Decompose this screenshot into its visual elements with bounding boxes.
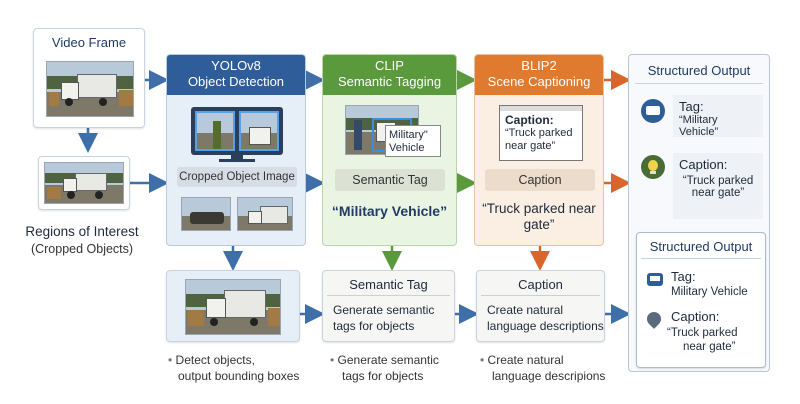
clip-tag-label: Semantic Tag (335, 169, 445, 191)
blip-caption-label: Caption (485, 169, 595, 191)
blip-header: BLIP2 Scene Captioning (475, 55, 603, 95)
output-bottom-tag-label: Tag: (671, 269, 696, 284)
bottom-semantic-line1: Generate semantic (333, 303, 435, 317)
output-bottom-caption-line1: “Truck parked (667, 327, 738, 339)
output-top-caption-line2: near gate” (691, 187, 745, 199)
yolo-header: YOLOv8 Object Detection (167, 55, 305, 95)
bus-icon (641, 99, 665, 123)
roi-title: Regions of Interest (25, 224, 139, 239)
bottom-semantic-title: Semantic Tag (349, 277, 428, 292)
bottom-caption-card: Caption Create natural language descript… (476, 270, 605, 342)
bullet-3: • Create natural language descripions (480, 353, 606, 383)
output-bottom-caption-label: Caption: (671, 309, 720, 324)
clip-overlay-line1: Military" (389, 129, 428, 141)
bottom-caption-line1: Create natural (487, 303, 564, 317)
blip-caption-value-line1: “Truck parked near (482, 201, 596, 216)
output-inner-card: Structured Output Tag: Military Vehicle … (636, 232, 766, 368)
clip-title-line2: Semantic Tagging (337, 74, 442, 89)
lightbulb-icon (641, 155, 665, 179)
output-bottom-caption-line2: near gate” (683, 341, 736, 353)
output-top-tag-label: Tag: (679, 99, 704, 114)
bullet-3-line1: Create natural (487, 353, 564, 367)
bottom-caption-line2: language descriptions (487, 319, 604, 333)
output-top-caption-label: Caption: (679, 157, 728, 172)
bullet-1-line2: output bounding boxes (178, 369, 300, 383)
bullet-2-line2: tags for objects (342, 369, 424, 383)
output-top-tag-box: Tag: “Military Vehicle” (673, 95, 763, 138)
clip-overlay-card: Military" Vehicle (385, 125, 441, 157)
roi-subtitle: (Cropped Objects) (30, 242, 134, 256)
blip-card-title: Caption: (505, 113, 554, 127)
bottom-semantic-card: Semantic Tag Generate semantic tags for … (322, 270, 455, 342)
blip-card-line2: near gate” (505, 140, 556, 152)
roi-card (38, 156, 130, 210)
output-top-caption-line1: “Truck parked (682, 175, 754, 187)
clip-header: CLIP Semantic Tagging (323, 55, 456, 95)
blip-card-line1: “Truck parked (505, 127, 573, 139)
monitor-icon (191, 107, 283, 155)
output-top-title: Structured Output (647, 63, 751, 78)
bottom-photo (185, 279, 281, 335)
blip-caption-value-line2: gate” (523, 217, 555, 232)
blip-title-line2: Scene Captioning (487, 74, 591, 89)
yolo-title-line1: YOLOv8 (211, 58, 261, 73)
output-top-tag-value: “Military Vehicle” (679, 114, 719, 138)
bottom-semantic-line2: tags for objects (333, 319, 415, 333)
crop-thumb-1 (181, 197, 231, 231)
yolo-panel: YOLOv8 Object Detection Cropped Object I… (166, 54, 306, 246)
bullet-1: • Detect objects, output bounding boxes (168, 353, 300, 383)
crop-thumb-2 (237, 197, 293, 231)
clip-tag-value: “Military Vehicle” (331, 203, 448, 219)
clip-panel: CLIP Semantic Tagging Military" Vehicle … (322, 54, 457, 246)
yolo-crop-label: Cropped Object Image (177, 167, 297, 187)
blip-caption-card: Caption: “Truck parked near gate” (499, 105, 583, 161)
pin-icon (644, 309, 664, 329)
blip-panel: BLIP2 Scene Captioning Caption: “Truck p… (474, 54, 604, 246)
bottom-caption-title: Caption (518, 277, 563, 292)
output-top-caption-box: Caption: “Truck parked near gate” (673, 153, 763, 219)
roi-image (44, 162, 124, 204)
yolo-title-line2: Object Detection (187, 74, 285, 89)
blip-title-line1: BLIP2 (521, 58, 557, 73)
bus-icon (647, 273, 663, 286)
clip-title-line1: CLIP (375, 58, 404, 73)
video-frame-image (46, 61, 134, 117)
bullet-2: • Generate semantic tags for objects (330, 353, 439, 383)
bullet-2-line1: Generate semantic (337, 353, 439, 367)
output-bottom-tag-value: Military Vehicle (671, 286, 748, 298)
video-frame-card: Video Frame (33, 28, 145, 128)
output-bottom-title: Structured Output (649, 239, 753, 254)
video-frame-title: Video Frame (51, 35, 127, 50)
clip-overlay-line2: Vehicle (389, 142, 425, 154)
bullet-3-line2: language descripions (492, 369, 606, 383)
bullet-1-line1: Detect objects, (175, 353, 255, 367)
bottom-photo-card (166, 270, 300, 342)
